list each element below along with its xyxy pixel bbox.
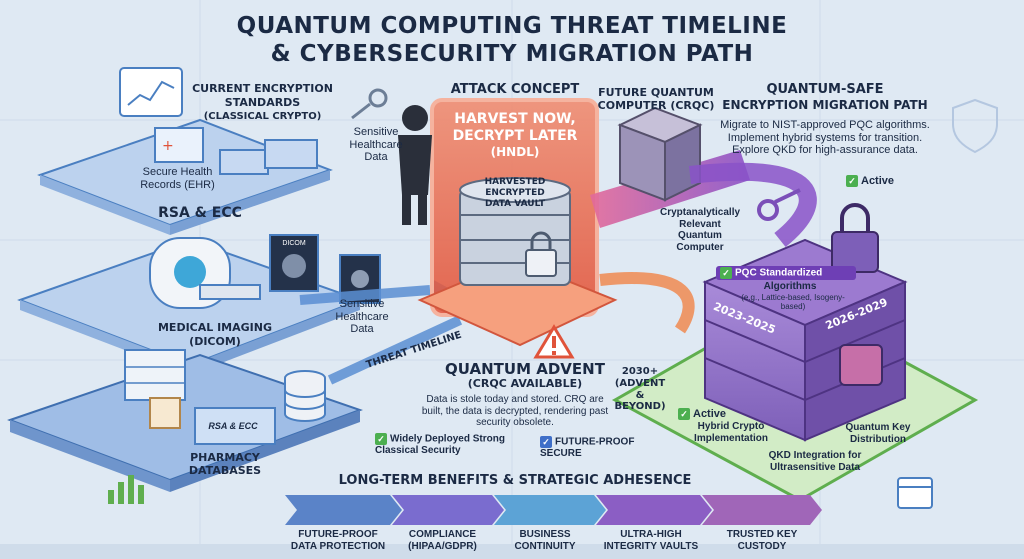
check-icon: ✓ bbox=[678, 408, 690, 421]
dicom-screen-text: DICOM bbox=[282, 240, 306, 247]
vault-label-line-3: DATA VAULT bbox=[484, 199, 545, 209]
hacker-figure-icon bbox=[398, 105, 432, 225]
health-record-folders-icon: + bbox=[154, 127, 318, 175]
bar-chart-icon bbox=[108, 475, 144, 504]
rsa-ecc-label: RSA & ECC bbox=[158, 205, 242, 221]
svg-text:+: + bbox=[162, 138, 174, 154]
quantum-advent-line-1: QUANTUM ADVENT bbox=[445, 360, 605, 378]
hndl-line-1: HARVEST NOW, bbox=[454, 111, 576, 127]
ehr-platform bbox=[37, 118, 333, 235]
pqc-text: PQC Standardized bbox=[735, 267, 823, 279]
pqc-examples: (e.g., Lattice-based, Isogeny-based) bbox=[741, 293, 845, 312]
quantum-advent-desc: Data is stole today and stored. CRQ are … bbox=[421, 394, 609, 428]
benefit-item-3-line-1: BUSINESS bbox=[519, 529, 571, 540]
future-quantum-line-1: FUTURE QUANTUM bbox=[598, 86, 714, 99]
qkd-integration-label: QKD Integration for Ultrasensitive Data bbox=[768, 450, 862, 473]
legend-future-proof: ✓FUTURE-PROOF SECURE bbox=[540, 436, 650, 460]
check-icon: ✓ bbox=[375, 433, 387, 445]
benefit-item-2-line-1: COMPLIANCE bbox=[408, 529, 477, 540]
sensitive-data-mid-label: Sensitive Healthcare Data bbox=[335, 298, 389, 336]
vault-label-line-2: ENCRYPTED bbox=[485, 188, 545, 198]
check-icon: ✓ bbox=[720, 267, 732, 279]
cryptanalytic-label: Cryptanalytically Relevant Quantum Compu… bbox=[660, 207, 741, 253]
ehr-label: Secure Health Records (EHR) bbox=[140, 166, 215, 191]
quantum-computer-icon bbox=[617, 106, 703, 202]
qkd-distribution-label: Quantum Key Distribution bbox=[845, 422, 911, 445]
benefit-item-5-line-1: TRUSTED KEY bbox=[726, 529, 798, 540]
shield-check-icon: ✓ bbox=[540, 436, 552, 448]
analytics-monitor-icon bbox=[119, 67, 183, 117]
hybrid-active-badge: ✓Active bbox=[678, 408, 758, 421]
benefit-item-4-line-2: INTEGRITY VAULTS bbox=[603, 540, 699, 552]
migration-path bbox=[688, 162, 817, 248]
year-line-1: 2030+ bbox=[621, 366, 659, 377]
hndl-line-3: (HNDL) bbox=[490, 145, 540, 159]
key-icon bbox=[351, 88, 388, 120]
data-flow-arrows bbox=[299, 285, 463, 385]
legend-deployed-text: Widely Deployed Strong Classical Securit… bbox=[375, 433, 505, 457]
warning-triangle-icon bbox=[533, 324, 575, 359]
padlock-icon bbox=[525, 231, 557, 277]
benefit-item-4-line-1: ULTRA-HIGH bbox=[620, 529, 682, 540]
pqc-label-line-1: ✓PQC Standardized bbox=[716, 266, 856, 281]
year-line-2: (ADVENT bbox=[614, 378, 666, 389]
current-heading-line-3: (CLASSICAL CRYPTO) bbox=[203, 111, 322, 122]
main-title-line-1: QUANTUM COMPUTING THREAT TIMELINE bbox=[236, 13, 788, 39]
shield-outline-icon bbox=[952, 98, 998, 154]
mri-scanner-icon bbox=[149, 237, 261, 309]
benefit-item-1-line-2: DATA PROTECTION bbox=[290, 540, 386, 552]
purple-key-icon bbox=[757, 188, 801, 221]
imaging-label-line-2: (DICOM) bbox=[189, 335, 241, 348]
counter-label: RSA & ECC bbox=[208, 421, 258, 431]
pharmacy-label-line-2: DATABASES bbox=[188, 464, 262, 477]
current-heading-line-2: STANDARDS bbox=[224, 96, 301, 109]
hybrid-label: Hybrid Crypto Implementation bbox=[694, 421, 768, 444]
pqc-cabinet bbox=[702, 238, 908, 442]
main-title-line-2: & CYBERSECURITY MIGRATION PATH bbox=[270, 41, 754, 67]
legend-future-proof-text: FUTURE-PROOF SECURE bbox=[540, 436, 635, 460]
quantum-advent-line-2: (CRQC AVAILABLE) bbox=[467, 377, 583, 390]
benefit-item-2-line-2: (HIPAA/GDPR) bbox=[408, 540, 477, 552]
bottom-strip bbox=[0, 544, 1024, 559]
attack-heading: ATTACK CONCEPT bbox=[450, 82, 580, 97]
migration-desc: Migrate to NIST-approved PQC algorithms.… bbox=[720, 119, 930, 157]
pharmacy-shelf-icon bbox=[124, 349, 276, 445]
threat-path bbox=[599, 272, 695, 334]
benefit-item-1-line-1: FUTURE-PROOF bbox=[298, 529, 378, 540]
active-text: Active bbox=[861, 175, 895, 187]
benefit-item-2: COMPLIANCE(HIPAA/GDPR) bbox=[390, 529, 495, 552]
benefit-item-5-line-2: CUSTODY bbox=[737, 540, 787, 552]
check-icon: ✓ bbox=[846, 175, 858, 188]
year-line-3: & BEYOND) bbox=[614, 390, 666, 412]
quantum-padlock-icon bbox=[831, 203, 883, 386]
hndl-line-2: DECRYPT LATER bbox=[452, 128, 578, 144]
vault-label-line-1: HARVESTED bbox=[484, 177, 546, 187]
database-icon bbox=[284, 370, 326, 422]
active-badge: ✓Active bbox=[846, 175, 916, 188]
current-heading-line-1: CURRENT ENCRYPTION bbox=[192, 82, 333, 95]
benefits-band bbox=[285, 495, 822, 525]
hybrid-active-text: Active bbox=[693, 408, 727, 420]
pharmacy-label-line-1: PHARMACY bbox=[190, 451, 260, 464]
calendar-icon bbox=[897, 477, 933, 509]
legend-deployed: ✓Widely Deployed Strong Classical Securi… bbox=[375, 433, 535, 457]
future-quantum-line-2: COMPUTER (CRQC) bbox=[597, 99, 715, 112]
benefits-heading: LONG-TERM BENEFITS & STRATEGIC ADHESENCE bbox=[338, 473, 692, 488]
imaging-label-line-1: MEDICAL IMAGING bbox=[157, 321, 273, 334]
benefit-item-3-line-2: CONTINUITY bbox=[514, 540, 576, 552]
pqc-label-line-2: Algorithms bbox=[763, 281, 817, 292]
migration-heading-line-1: QUANTUM-SAFE bbox=[766, 82, 884, 97]
pharmacy-platform bbox=[7, 353, 363, 492]
sensitive-data-top-label: Sensitive Healthcare Data bbox=[349, 126, 403, 164]
migration-heading-line-2: ENCRYPTION MIGRATION PATH bbox=[722, 98, 928, 112]
